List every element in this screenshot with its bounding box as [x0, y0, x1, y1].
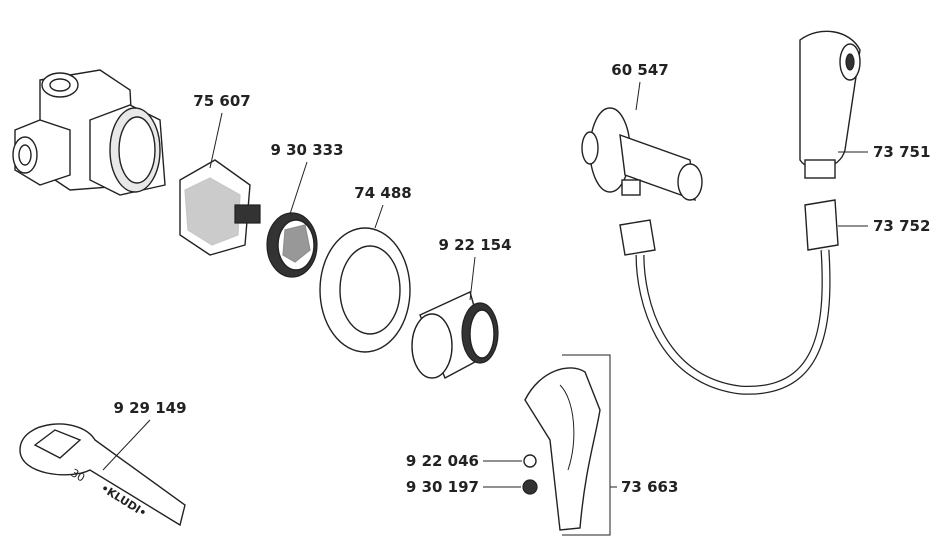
label-wrench: 9 29 149	[113, 399, 186, 417]
lever-handle-part	[524, 367, 601, 531]
label-hand-shower: 73 751	[873, 143, 930, 161]
label-sleeve: 9 22 154	[438, 236, 511, 254]
cap-part	[523, 454, 537, 468]
valve-body	[12, 69, 166, 196]
label-cap: 9 22 046	[406, 452, 479, 470]
hand-shower-part	[799, 30, 861, 179]
wrench-size-mark: 30	[69, 466, 88, 484]
angle-valve-part	[581, 107, 703, 202]
leader-lines	[102, 81, 868, 536]
hose-part	[619, 199, 839, 395]
rosette-part	[319, 227, 411, 353]
screw-part	[522, 479, 538, 495]
nut-part	[266, 212, 318, 278]
label-cartridge: 75 607	[193, 92, 250, 110]
label-lever-handle: 73 663	[621, 478, 678, 496]
label-hose-connector: 73 752	[873, 217, 930, 235]
label-rosette: 74 488	[354, 184, 411, 202]
label-angle-valve: 60 547	[611, 61, 668, 79]
wrench-tool: 30 •KLUDI•	[19, 423, 186, 527]
label-nut: 9 30 333	[270, 141, 343, 159]
label-screw: 9 30 197	[406, 478, 479, 496]
sleeve-part	[411, 291, 499, 379]
cartridge-part	[179, 159, 261, 256]
